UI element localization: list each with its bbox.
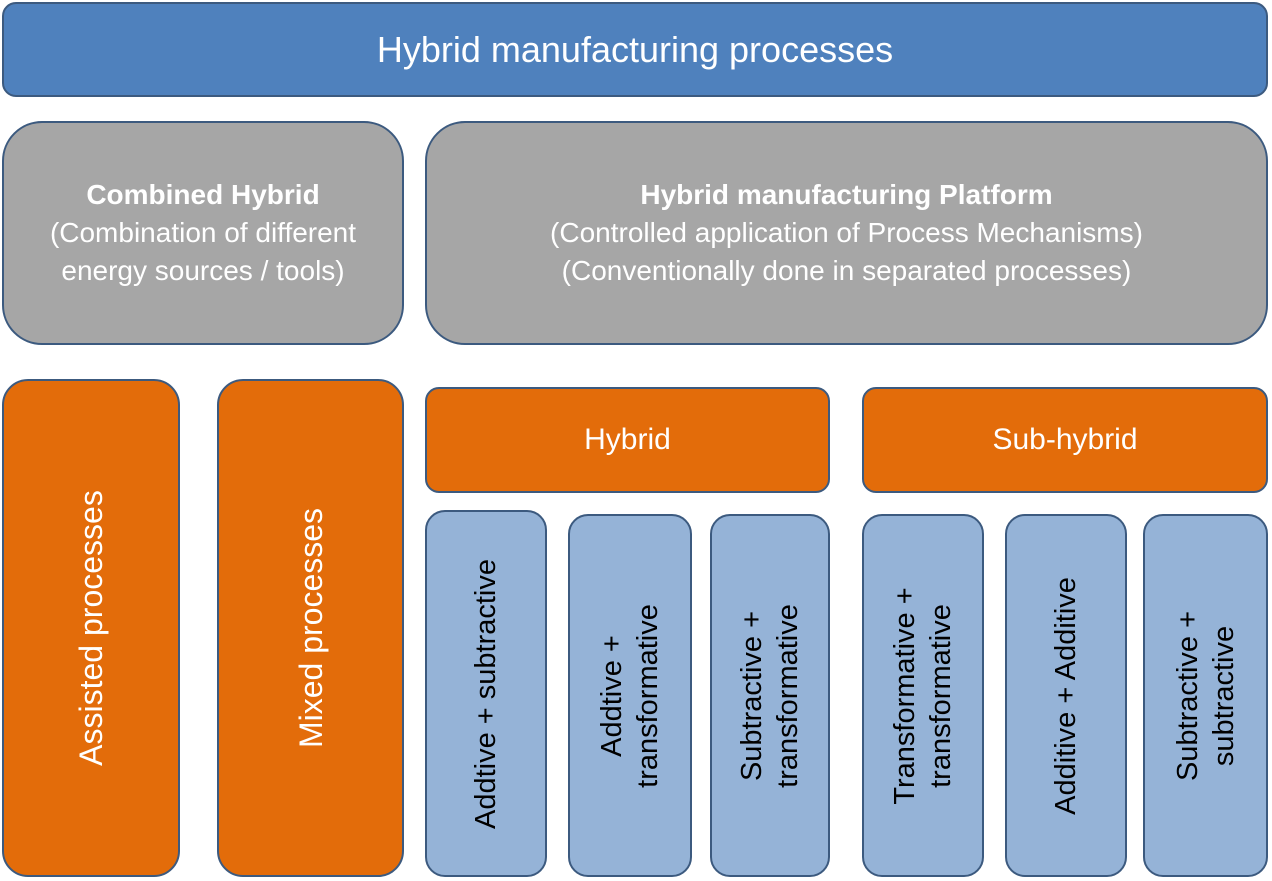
additive-subtractive-label: Addtive + subtractive	[470, 558, 502, 829]
assisted-processes-label: Assisted processes	[73, 490, 109, 766]
subtractive-subtractive-box: Subtractive + subtractive	[1143, 514, 1268, 877]
additive-transformative-box: Addtive + transformative	[568, 514, 692, 877]
additive-additive-label: Additive + Additive	[1050, 576, 1082, 815]
subtractive-subtractive-line2: subtractive	[1207, 625, 1240, 766]
hybrid-manufacturing-processes-box: Hybrid manufacturing processes	[2, 2, 1268, 97]
header-title: Hybrid manufacturing processes	[376, 28, 894, 70]
subtractive-transformative-line2: transformative	[772, 603, 804, 788]
combined-hybrid-line1: (Combination of different	[49, 217, 357, 248]
hybrid-platform-line2: (Conventionally done in separated proces…	[561, 255, 1132, 286]
mixed-processes-label: Mixed processes	[292, 507, 329, 749]
combined-hybrid-line2: energy sources / tools)	[61, 255, 345, 286]
subtractive-subtractive-line1: Subtractive +	[1171, 610, 1204, 781]
assisted-processes-box: Assisted processes	[2, 379, 180, 877]
subtractive-transformative-box: Subtractive + transformative	[710, 514, 830, 877]
sub-hybrid-box: Sub-hybrid	[862, 387, 1268, 493]
transformative-transformative-line1: Transformative +	[889, 586, 921, 805]
additive-subtractive-box: Addtive + subtractive	[425, 510, 547, 877]
combined-hybrid-box: Combined Hybrid (Combination of differen…	[2, 121, 404, 345]
hybrid-label: Hybrid	[584, 423, 671, 456]
additive-transformative-line2: transformative	[632, 603, 664, 788]
additive-additive-box: Additive + Additive	[1005, 514, 1127, 877]
hybrid-platform-box: Hybrid manufacturing Platform (Controlle…	[425, 121, 1268, 345]
hybrid-platform-title: Hybrid manufacturing Platform	[640, 179, 1053, 210]
hybrid-box: Hybrid	[425, 387, 830, 493]
transformative-transformative-box: Transformative + transformative	[862, 514, 984, 877]
hybrid-platform-line1: (Controlled application of Process Mecha…	[550, 217, 1143, 248]
additive-transformative-line1: Addtive +	[596, 634, 628, 757]
subtractive-transformative-line1: Subtractive +	[736, 610, 768, 781]
transformative-transformative-line2: transformative	[925, 603, 957, 788]
combined-hybrid-title: Combined Hybrid	[86, 179, 320, 210]
mixed-processes-box: Mixed processes	[217, 379, 404, 877]
sub-hybrid-label: Sub-hybrid	[992, 423, 1138, 456]
